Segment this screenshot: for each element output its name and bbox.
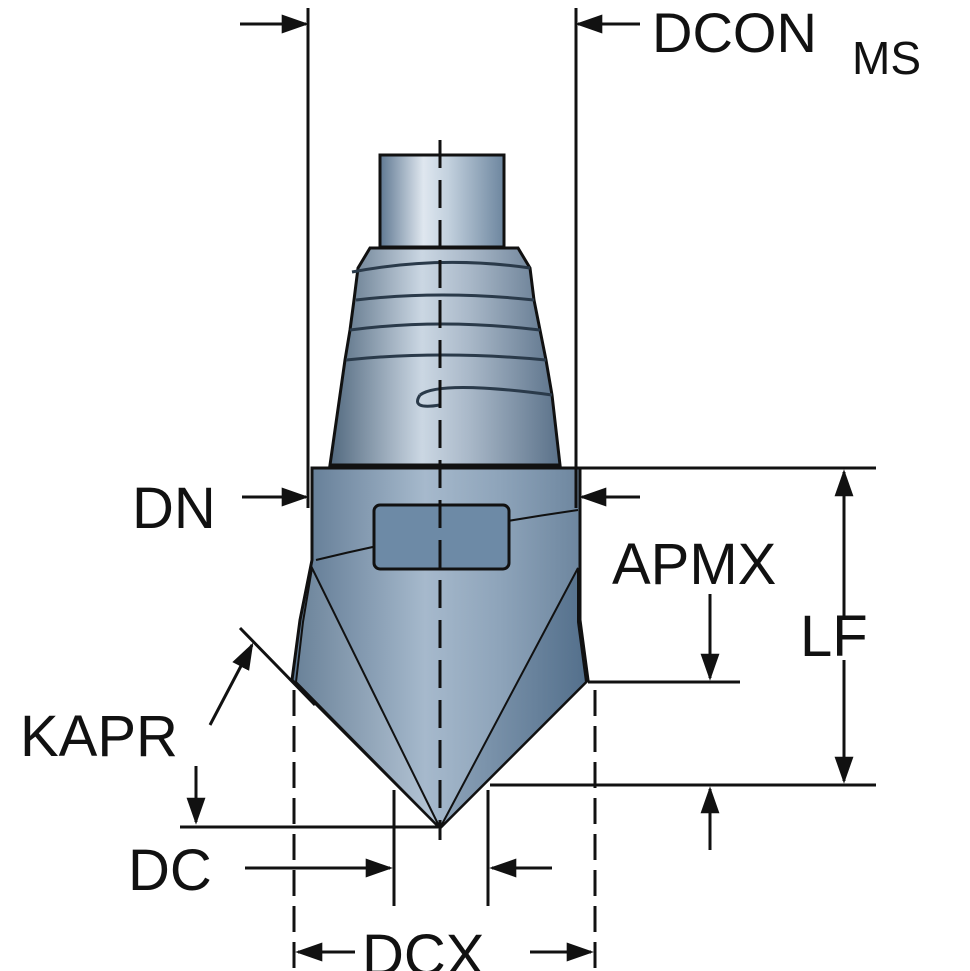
label-lf: LF (800, 604, 868, 669)
label-dcx: DCX (362, 923, 484, 971)
label-dcon: DCON (652, 1, 817, 64)
dimension-lines (180, 8, 876, 971)
label-dc: DC (128, 838, 212, 903)
tip-facet-right (439, 567, 588, 829)
shank-top (378, 153, 506, 249)
label-dcon-subscript: MS (852, 32, 921, 84)
label-dn: DN (132, 476, 216, 541)
dimension-labels: DCON MS DN APMX LF KAPR DC DCX (20, 1, 921, 971)
label-kapr: KAPR (20, 704, 178, 769)
tip-facet-left (294, 564, 441, 829)
label-apmx: APMX (612, 532, 776, 597)
tool-illustration (290, 140, 590, 840)
